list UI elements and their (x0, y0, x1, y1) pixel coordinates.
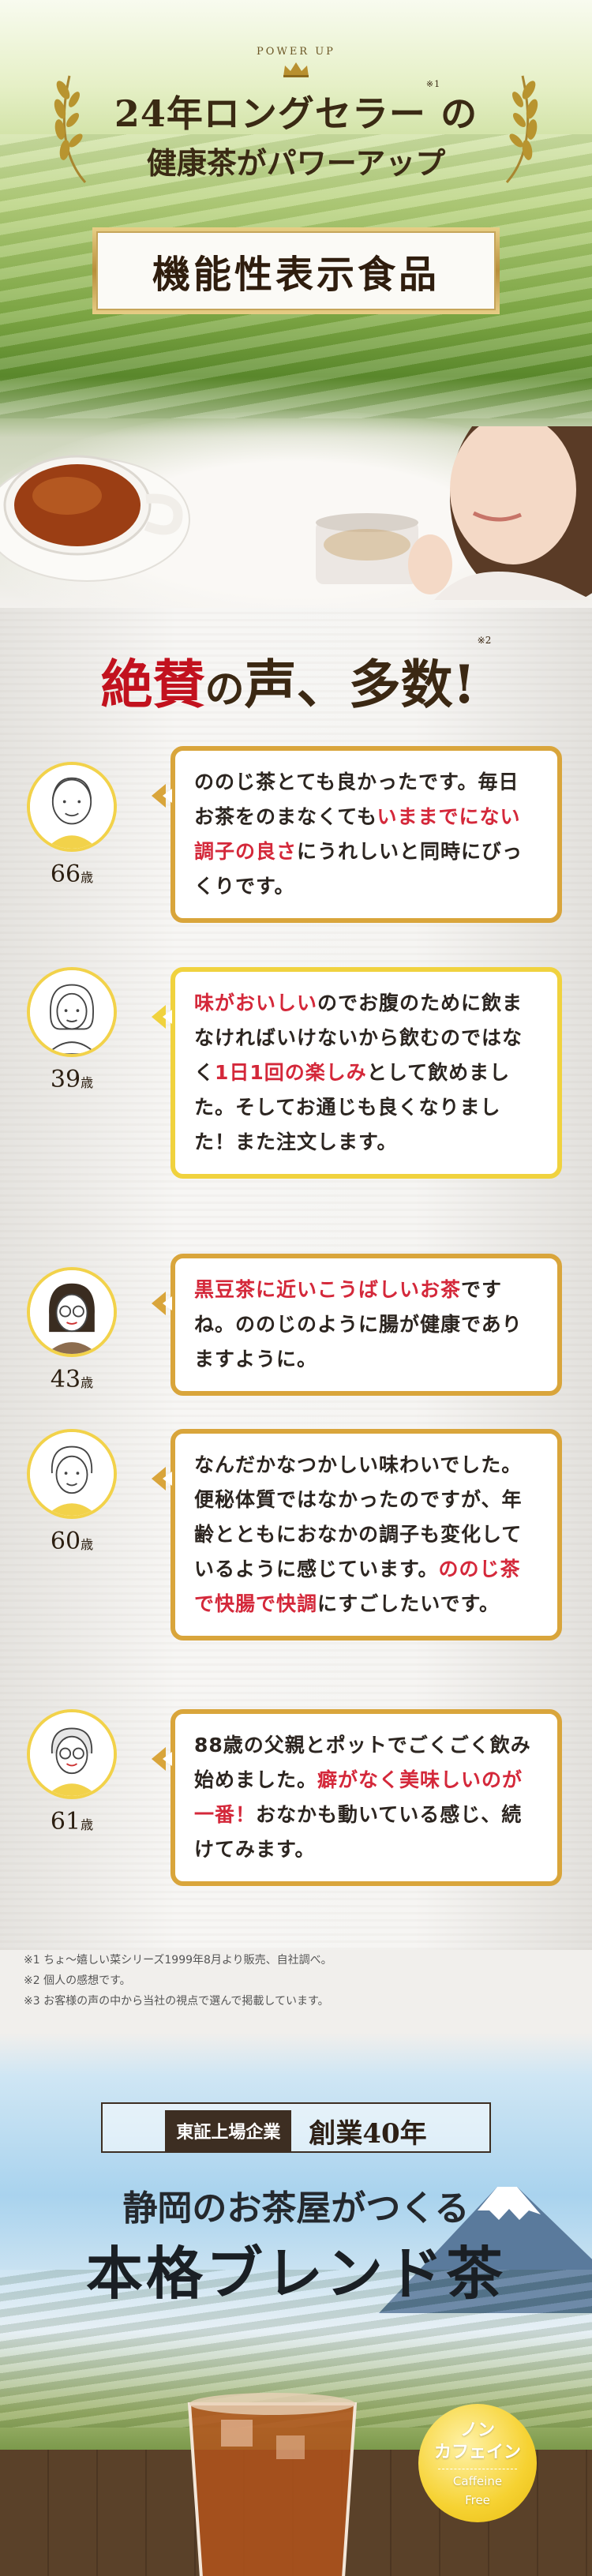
customer-avatar (27, 967, 117, 1057)
iced-tea-glass-image (187, 2393, 358, 2576)
banner-title: 本格ブレンド茶 (85, 2240, 506, 2307)
footnote: ※3 お客様の声の中から当社の視点で選んで掲載しています。 (24, 1995, 329, 2008)
brand-banner: 東証上場企業 創業40年 静岡のお茶屋がつくる 本格ブレンド茶 ノン カフェイン… (0, 2033, 592, 2576)
testimonial-bubble: ののじ茶とても良かったです。毎日お茶をのまなくてもいままでにない調子の良さにうれ… (152, 746, 562, 923)
listed-company-tag: 東証上場企業 (165, 2110, 292, 2151)
customer-age: 43歳 (50, 1366, 94, 1393)
testimonial-bubble: 味がおいしいのでお腹のために飲まなければいけないから飲むのではなく1日1回の楽し… (152, 967, 562, 1179)
functional-food-label: 機能性表示食品 (96, 231, 496, 310)
elderly-woman-glasses-icon (30, 1712, 114, 1796)
customer-avatar (27, 1267, 117, 1357)
woman-icon (30, 970, 114, 1054)
laurel-left-icon (54, 75, 87, 183)
elderly-woman-icon (30, 765, 114, 849)
testimonial-bubble: 黒豆茶に近いこうばしいお茶ですね。ののじのように腸が健康でありますように。 (152, 1254, 562, 1396)
caffeine-free-badge: ノン カフェイン Caffeine Free (418, 2404, 537, 2522)
footnote: ※1 ちょ～嬉しい菜シリーズ1999年8月より販売、自社調べ。 (24, 1954, 332, 1967)
customer-avatar (27, 1429, 117, 1519)
elderly-woman-icon (30, 1432, 114, 1516)
tea-cup-image (0, 455, 190, 582)
footnote: ※2 個人の感想です。 (24, 1974, 131, 1987)
customer-age: 60歳 (50, 1528, 94, 1555)
laurel-right-icon (505, 75, 538, 183)
woman-glasses-icon (30, 1270, 114, 1354)
woman-drinking-image (316, 426, 592, 600)
customer-age: 39歳 (50, 1066, 94, 1093)
banner-subtitle: 静岡のお茶屋がつくる (122, 2188, 470, 2229)
founding-years: 創業40年 (309, 2117, 427, 2150)
customer-avatar (27, 1709, 117, 1799)
crown-icon (283, 62, 309, 77)
testimonial-bubble: なんだかなつかしい味わいでした。便秘体質ではなかったのですが、年齢とともにおなか… (152, 1429, 562, 1640)
testimonials-section: 絶賛の声、多数!※2 66歳 ののじ茶とても良かったです。毎日お茶をのまなくても… (0, 608, 592, 2008)
customer-age: 66歳 (50, 861, 94, 888)
customer-avatar (27, 762, 117, 852)
power-up-header: POWER UP (0, 46, 592, 78)
headline-power-up: 健康茶がパワーアップ (146, 145, 446, 181)
footnotes: ※1 ちょ～嬉しい菜シリーズ1999年8月より販売、自社調べ。 ※2 個人の感想… (24, 1950, 568, 2012)
hero-section: POWER UP 24年ロングセラー※1の (0, 0, 592, 608)
testimonials-title: 絶賛の声、多数!※2 (100, 635, 492, 715)
company-tags: 東証上場企業 創業40年 (0, 2110, 592, 2151)
power-up-label: POWER UP (257, 46, 335, 58)
functional-food-badge: 機能性表示食品 (92, 227, 500, 314)
testimonial-bubble: 88歳の父親とポットでごくごく飲み始めました。癖がなく美味しいのが一番！おなかも… (152, 1709, 562, 1886)
customer-age: 61歳 (50, 1808, 94, 1835)
mount-fuji-image (379, 2187, 592, 2313)
headline-long-seller: 24年ロングセラー※1の (114, 79, 478, 135)
